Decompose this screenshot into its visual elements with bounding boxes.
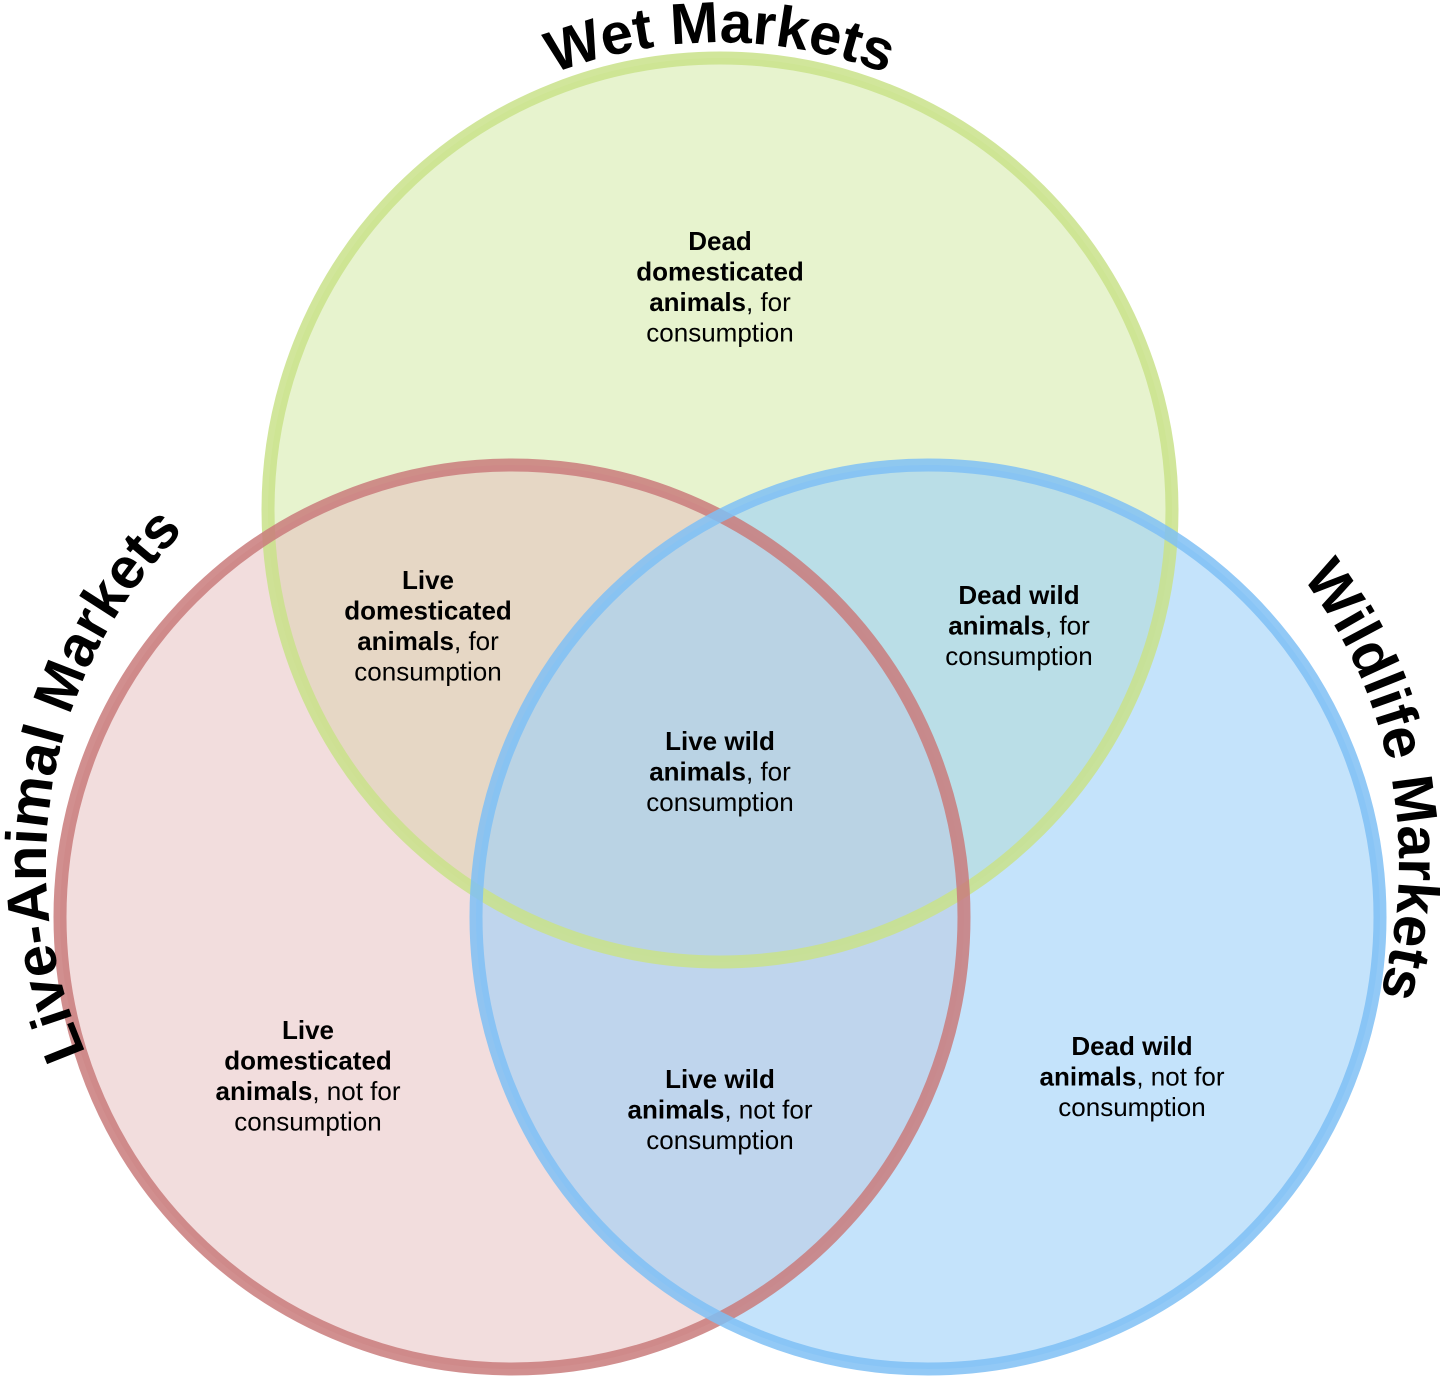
region-label-wet-only-line-3-part-0: consumption xyxy=(646,318,793,348)
region-label-wildlife-only-line-1-part-0: animals xyxy=(1040,1062,1137,1092)
region-label-wildlife-only-line-0-part-0: Dead wild xyxy=(1071,1031,1192,1061)
region-label-wet-live-line-2-part-0: animals xyxy=(357,626,454,656)
region-label-live-only-line-2-part-1: , not for xyxy=(312,1076,400,1106)
region-label-wet-wildlife-line-1-part-1: , for xyxy=(1045,611,1090,641)
region-label-live-only-line-1-part-0: domesticated xyxy=(224,1046,392,1076)
circle-outlines xyxy=(53,51,1387,1376)
region-label-wet-only-line-0-part-0: Dead xyxy=(688,226,752,256)
region-label-wildlife-only-line-2-part-0: consumption xyxy=(1058,1092,1205,1122)
live-animal-markets-circle-outline xyxy=(53,458,971,1376)
region-label-live-only-line-2-part-0: animals xyxy=(216,1076,313,1106)
region-label-live-only-line-0-part-0: Live xyxy=(282,1015,334,1045)
region-label-wet-only-line-2-part-1: , for xyxy=(746,287,791,317)
region-label-live-only-line-3-part-0: consumption xyxy=(234,1107,381,1137)
region-label-all-three-line-1-part-0: animals xyxy=(649,757,746,787)
region-label-wet-live-line-1-part-0: domesticated xyxy=(344,596,512,626)
region-label-live-wildlife-line-1-part-1: , not for xyxy=(724,1095,812,1125)
region-label-all-three-line-2-part-0: consumption xyxy=(646,787,793,817)
region-label-wildlife-only-line-1-part-1: , not for xyxy=(1136,1062,1224,1092)
region-label-wet-wildlife-line-0-part-0: Dead wild xyxy=(958,580,1079,610)
region-label-live-wildlife-line-1-part-0: animals xyxy=(628,1095,725,1125)
region-label-live-wildlife-line-2-part-0: consumption xyxy=(646,1125,793,1155)
region-label-wet-only-line-2-part-0: animals xyxy=(649,287,746,317)
region-label-live-wildlife-line-0-part-0: Live wild xyxy=(665,1064,775,1094)
region-label-all-three-line-0-part-0: Live wild xyxy=(665,726,775,756)
region-label-wet-wildlife-line-1-part-0: animals xyxy=(948,611,1045,641)
region-label-wet-only-line-1-part-0: domesticated xyxy=(636,257,804,287)
region-label-all-three-line-1-part-1: , for xyxy=(746,757,791,787)
wildlife-markets-circle-outline xyxy=(469,458,1387,1376)
region-label-wet-live-line-0-part-0: Live xyxy=(402,565,454,595)
region-label-wet-live-line-2-part-1: , for xyxy=(454,626,499,656)
region-label-wet-wildlife-line-2-part-0: consumption xyxy=(945,641,1092,671)
region-label-wet-live-line-3-part-0: consumption xyxy=(354,657,501,687)
wet-markets-circle-outline xyxy=(261,51,1179,969)
